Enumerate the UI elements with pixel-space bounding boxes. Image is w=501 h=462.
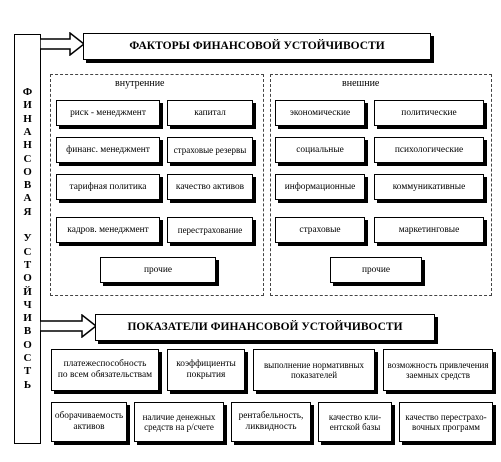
vertical-title-char: С	[23, 352, 32, 365]
indicator-coverage-ratios-line1: коэффициенты	[176, 359, 236, 370]
vertical-title-char: Ф	[22, 86, 33, 99]
arrow-to-factors	[40, 32, 86, 56]
factor-personnel-management: кадров. менеджмент	[56, 217, 160, 243]
factor-financial-management: финанс. менеджмент	[56, 137, 160, 163]
vertical-title-char: А	[23, 125, 32, 138]
indicator-asset-turnover-line2: активов	[73, 422, 105, 432]
indicator-profitability-liquidity-line2: ликвидность	[245, 422, 297, 432]
factor-capital: капитал	[167, 100, 253, 126]
indicator-client-base-quality-line1: качество кли-	[328, 411, 382, 422]
factor-asset-quality: качество активов	[167, 174, 253, 200]
vertical-title-char: У	[23, 232, 32, 245]
factor-economic: экономические	[275, 100, 365, 126]
indicator-normative-compliance-line1: выполнение нормативных	[263, 359, 365, 370]
vertical-title-char: И	[23, 99, 32, 112]
factor-social: социальные	[275, 137, 365, 163]
indicators-title-text: ПОКАЗАТЕЛИ ФИНАНСОВОЙ УСТОЙЧИВОСТИ	[127, 320, 403, 333]
vertical-title-char: Т	[23, 258, 32, 271]
vertical-title-char: О	[23, 272, 32, 285]
factor-risk-management: риск - менеджмент	[56, 100, 160, 126]
factor-tariff-policy: тарифная политика	[56, 174, 160, 200]
indicator-borrowing-capacity-line1: возможность привлечения	[387, 359, 489, 370]
indicator-profitability-liquidity: рентабельность, ликвидность	[231, 402, 311, 442]
factor-insurance: страховые	[275, 217, 365, 243]
factors-title-text: ФАКТОРЫ ФИНАНСОВОЙ УСТОЙЧИВОСТИ	[129, 39, 385, 52]
indicator-coverage-ratios-line2: покрытия	[186, 370, 226, 380]
vertical-title-char: С	[23, 245, 32, 258]
indicator-cash-availability-line2: средств на р/счете	[144, 422, 214, 432]
indicator-normative-compliance: выполнение нормативных показателей	[253, 349, 375, 391]
external-label: внешние	[342, 78, 380, 89]
indicator-borrowing-capacity: возможность привлечения заемных средств	[383, 349, 493, 391]
indicator-reinsurance-programs-quality-line1: качество перестрахо-	[405, 411, 487, 422]
indicator-client-base-quality-line2: ентской базы	[329, 422, 381, 432]
vertical-title-char: В	[23, 325, 32, 338]
vertical-title-char: Я	[23, 205, 32, 218]
factor-informational: информационные	[275, 174, 365, 200]
factors-title: ФАКТОРЫ ФИНАНСОВОЙ УСТОЙЧИВОСТИ	[83, 33, 431, 60]
vertical-title-char: О	[23, 165, 32, 178]
vertical-title-char: Ь	[23, 378, 32, 391]
vertical-title-char: Н	[23, 139, 32, 152]
vertical-title-char: Т	[23, 365, 32, 378]
vertical-title-char: В	[23, 179, 32, 192]
factor-marketing: маркетинговые	[374, 217, 484, 243]
external-group	[270, 74, 492, 296]
indicator-borrowing-capacity-line2: заемных средств	[406, 370, 470, 380]
vertical-title-char: Н	[23, 112, 32, 125]
indicators-title: ПОКАЗАТЕЛИ ФИНАНСОВОЙ УСТОЙЧИВОСТИ	[95, 314, 435, 341]
vertical-title-char: С	[23, 152, 32, 165]
indicator-cash-availability: наличие денежных средств на р/счете	[134, 402, 224, 442]
internal-label: внутренние	[115, 78, 165, 89]
indicator-cash-availability-line1: наличие денежных	[142, 411, 216, 422]
indicator-reinsurance-programs-quality: качество перестрахо- вочных программ	[399, 402, 493, 442]
indicator-asset-turnover: оборачиваемость активов	[51, 402, 127, 442]
factor-internal-other: прочие	[100, 257, 216, 283]
vertical-title-char: О	[23, 338, 32, 351]
vertical-title-char: А	[23, 192, 32, 205]
vertical-title-char: Й	[23, 285, 32, 298]
factor-communicative: коммуникативные	[374, 174, 484, 200]
arrow-to-indicators	[40, 314, 98, 338]
factor-reinsurance: перестрахование	[167, 217, 253, 243]
indicator-solvency-line2: по всем обязательствам	[57, 370, 153, 380]
factor-political: политические	[374, 100, 484, 126]
indicator-coverage-ratios: коэффициенты покрытия	[167, 349, 245, 391]
indicator-asset-turnover-line1: оборачиваемость	[54, 411, 124, 422]
factor-psychological: психологические	[374, 137, 484, 163]
vertical-title-char	[23, 219, 32, 232]
internal-group	[50, 74, 264, 296]
indicator-normative-compliance-line2: показателей	[290, 370, 338, 380]
indicator-reinsurance-programs-quality-line2: вочных программ	[412, 422, 480, 432]
factor-insurance-reserves: страховые резервы	[167, 137, 253, 163]
indicator-solvency-line1: платежеспособность	[63, 359, 147, 370]
indicator-client-base-quality: качество кли- ентской базы	[318, 402, 392, 442]
vertical-title-char: И	[23, 312, 32, 325]
factor-external-other: прочие	[330, 257, 422, 283]
indicator-profitability-liquidity-line1: рентабельность,	[238, 411, 304, 422]
indicator-solvency: платежеспособность по всем обязательства…	[51, 349, 159, 391]
vertical-title-char: Ч	[23, 298, 32, 311]
